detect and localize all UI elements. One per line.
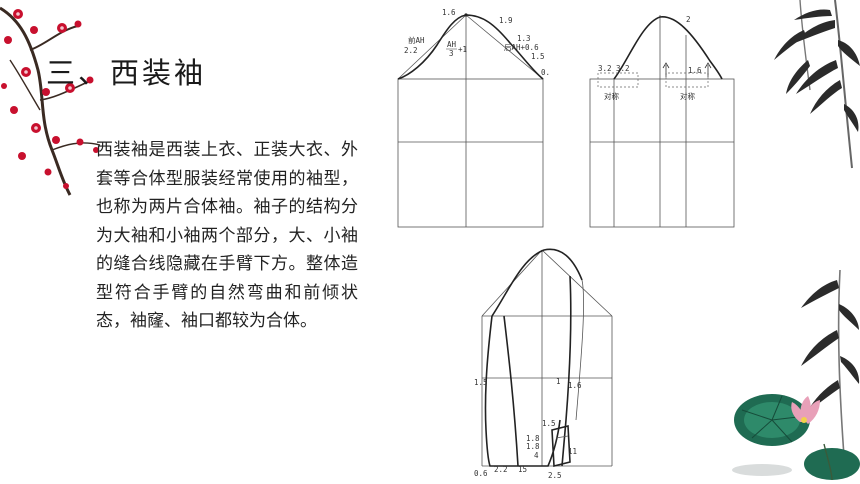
sleeve-cap-construction-diagram: 1.6 1.9 前AH 2.2 AH 3 +1 1.3 后AH+0.6 1.5 …	[397, 8, 550, 228]
label-center-plus: +1	[458, 45, 467, 54]
label-front-ah: 前AH	[408, 35, 425, 45]
label-bottom-d: 2.5	[548, 471, 562, 480]
label-cuff-b: 1.8	[526, 434, 540, 443]
lotus-decoration	[732, 394, 860, 481]
plum-blossom-decoration	[0, 6, 101, 196]
label-left-b: 3.2	[616, 64, 630, 73]
label-cuff-c: 1.8	[526, 442, 540, 451]
page-title: 三、西装袖	[46, 56, 207, 90]
label-right-mid-a: 1	[556, 377, 561, 386]
description-paragraph: 西装袖是西装上衣、正装大衣、外套等合体型服装经常使用的袖型，也称为两片合体袖。袖…	[96, 140, 358, 331]
label-bottom-c: 15	[518, 465, 527, 474]
label-left-mid: 1.5	[474, 378, 488, 387]
two-piece-sleeve-pattern-diagram: 1.5 1 1.6 1.5 1.8 1.8 4 11 0.6 2.2 15 2.…	[474, 248, 613, 480]
label-right-value: 1.6	[688, 66, 702, 75]
label-back-ah: 后AH+0.6	[504, 42, 539, 52]
label-left-symmetric: 对称	[604, 91, 619, 101]
label-center-denominator: 3	[449, 49, 454, 58]
label-cuff-d: 4	[534, 451, 539, 460]
label-top: 2	[686, 15, 691, 24]
label-bottom-a: 0.6	[474, 469, 488, 478]
label-right-symmetric: 对称	[680, 91, 695, 101]
label-top: 1.6	[442, 8, 456, 17]
label-right-b: 1.5	[531, 52, 545, 61]
label-right-a: 1.3	[517, 34, 531, 43]
label-right-c: 0.5	[541, 68, 550, 77]
bamboo-decoration-bottom	[801, 270, 860, 470]
label-left-offset: 2.2	[404, 46, 418, 55]
sleeve-split-diagram: 2 3.2 3.2 对称 1.6 对称	[589, 15, 735, 228]
label-cuff-e: 11	[568, 447, 577, 456]
label-right-mid-b: 1.6	[568, 381, 582, 390]
label-bottom-b: 2.2	[494, 465, 508, 474]
label-center-ah: AH	[447, 40, 457, 49]
label-cuff-a: 1.5	[542, 419, 556, 428]
label-left-a: 3.2	[598, 64, 612, 73]
bamboo-decoration-top	[774, 0, 860, 169]
label-top-right: 1.9	[499, 16, 513, 25]
